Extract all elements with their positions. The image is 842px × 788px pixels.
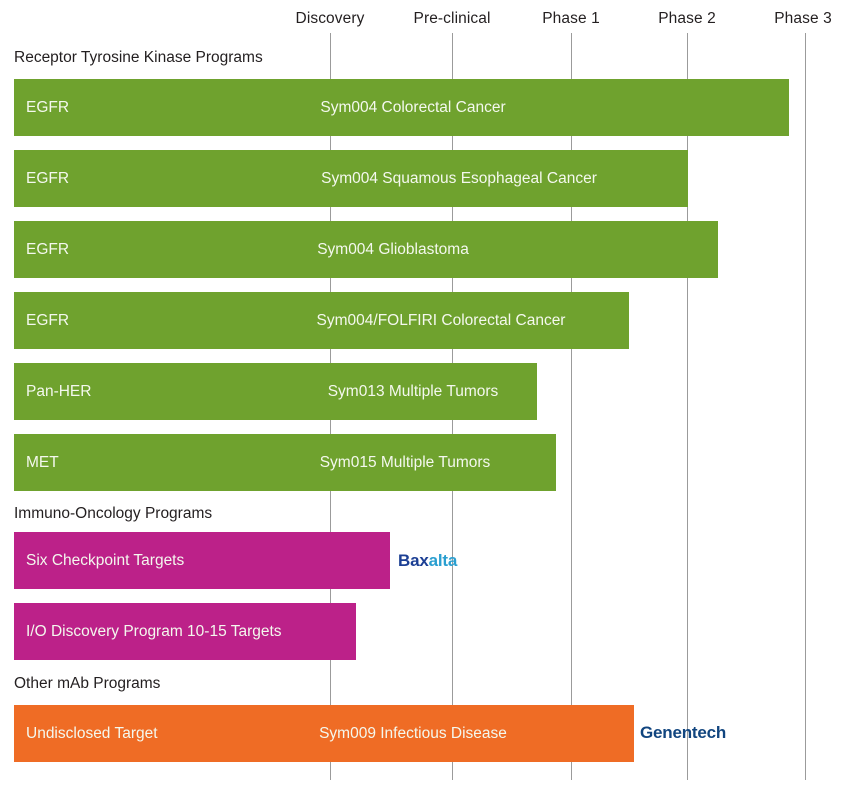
- bar-row-egfr-glioblastoma[interactable]: EGFR: [14, 221, 718, 278]
- gridline-phase-3: [805, 33, 806, 780]
- bar-target-label: MET: [26, 453, 59, 471]
- bar-target-label: EGFR: [26, 240, 70, 258]
- bar-target-label: EGFR: [26, 98, 70, 116]
- section-heading-immuno-oncology: Immuno-Oncology Programs: [14, 505, 213, 522]
- section-heading-other-mab: Other mAb Programs: [14, 675, 161, 692]
- section-heading-rtk: Receptor Tyrosine Kinase Programs: [14, 49, 263, 66]
- bar-target-label: Pan-HER: [26, 382, 92, 400]
- phase-header-phase-1: Phase 1: [542, 10, 600, 27]
- gridline-phase-1: [571, 33, 572, 780]
- bar-target-label: I/O Discovery Program 10-15 Targets: [26, 622, 282, 640]
- baxalta-logo-part-bax: Bax: [398, 551, 429, 570]
- phase-header-discovery: Discovery: [295, 10, 365, 27]
- bar-row-io-discovery-program[interactable]: I/O Discovery Program 10-15 Targets: [14, 603, 356, 660]
- bar-row-egfr-squamous-esophageal[interactable]: EGFR: [14, 150, 688, 207]
- bar-target-label: Six Checkpoint Targets: [26, 551, 185, 569]
- partner-logo-genentech: Genentech: [640, 723, 727, 742]
- bar-target-label: EGFR: [26, 311, 70, 329]
- phase-header-pre-clinical: Pre-clinical: [413, 10, 491, 27]
- bar-row-egfr-folfiri-colorectal[interactable]: EGFR: [14, 292, 629, 349]
- bar-target-label: Undisclosed Target: [26, 724, 158, 742]
- bar-row-met-sym015[interactable]: MET: [14, 434, 556, 491]
- bar-target-label: EGFR: [26, 169, 70, 187]
- partner-logo-baxalta: Baxalta: [398, 551, 457, 571]
- phase-header-phase-3: Phase 3: [774, 10, 832, 27]
- bar-row-six-checkpoint-targets[interactable]: Six Checkpoint Targets: [14, 532, 390, 589]
- bar-row-undisclosed-sym009[interactable]: Undisclosed Target: [14, 705, 634, 762]
- gridline-phase-2: [687, 33, 688, 780]
- bar-row-pan-her-sym013[interactable]: Pan-HER: [14, 363, 537, 420]
- baxalta-logo-part-alta: alta: [428, 551, 458, 570]
- bar-row-egfr-colorectal[interactable]: EGFR: [14, 79, 789, 136]
- phase-header-phase-2: Phase 2: [658, 10, 716, 27]
